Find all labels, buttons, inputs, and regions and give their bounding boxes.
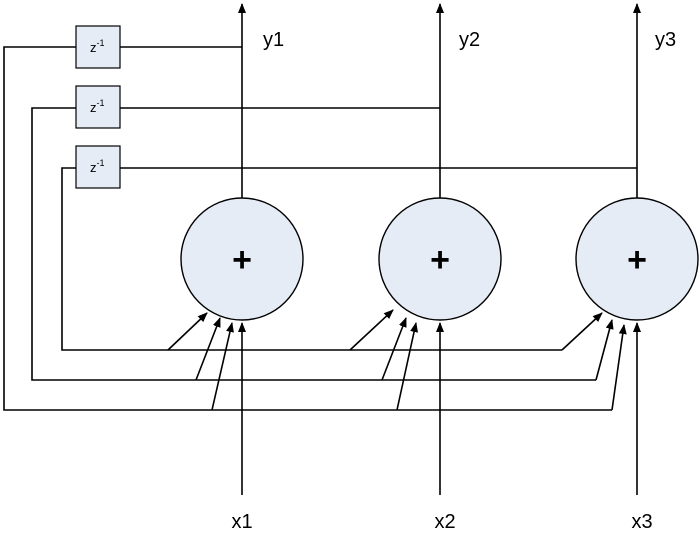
delay-block-1: z-1 (75, 25, 121, 69)
adder-3-symbol: + (627, 241, 647, 279)
output-label-y2: y2 (459, 29, 480, 51)
feedback-arrow-1-to-adder-1 (211, 322, 234, 411)
input-label-x1: x1 (231, 511, 252, 533)
feedback-arrow-1-to-adder-3 (611, 324, 627, 411)
feedback-bus-2 (31, 107, 596, 381)
delay-3-exponent: -1 (97, 158, 105, 168)
delay-block-3: z-1 (75, 145, 121, 189)
svg-text:z-1: z-1 (90, 98, 105, 115)
delay-1-base: z (90, 40, 97, 55)
adder-node-1: + (180, 197, 304, 321)
output-label-y1: y1 (263, 29, 284, 51)
feedback-arrow-3-to-adder-1 (167, 312, 208, 351)
feedback-bus-1 (3, 46, 612, 411)
adder-1-symbol: + (232, 241, 252, 279)
delay-2-base: z (90, 100, 97, 115)
input-label-x3: x3 (631, 511, 652, 533)
adder-node-3: + (575, 197, 699, 321)
output-label-y3: y3 (655, 29, 676, 51)
svg-text:z-1: z-1 (90, 158, 105, 175)
feedback-arrow-3-to-adder-2 (349, 309, 394, 351)
feedback-arrow-2-to-adder-1 (195, 317, 221, 381)
delay-2-exponent: -1 (97, 98, 105, 108)
input-label-x2: x2 (434, 511, 455, 533)
feedback-arrow-2-to-adder-3 (595, 319, 614, 381)
svg-text:z-1: z-1 (90, 38, 105, 55)
adder-node-2: + (378, 197, 502, 321)
feedback-arrow-2-to-adder-2 (381, 317, 407, 381)
feedback-arrow-3-to-adder-3 (561, 312, 603, 351)
adder-2-symbol: + (430, 241, 450, 279)
delay-block-2: z-1 (75, 85, 121, 129)
delay-1-exponent: -1 (97, 38, 105, 48)
delay-3-base: z (90, 160, 97, 175)
feedback-arrow-1-to-adder-2 (396, 322, 418, 411)
feedback-bus-3 (61, 167, 562, 351)
